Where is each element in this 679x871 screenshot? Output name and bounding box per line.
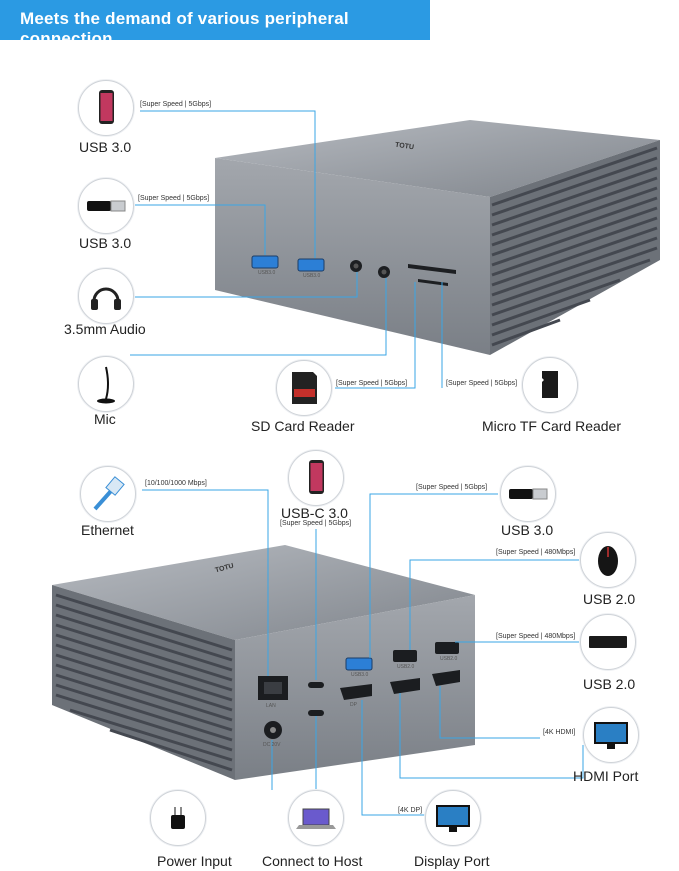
usb30-stick-circle-bottom [500, 466, 556, 522]
spec-dp: [4K DP] [398, 807, 423, 814]
label-usb20-a: USB 2.0 [583, 591, 636, 607]
label-audio: 3.5mm Audio [64, 321, 146, 337]
port-label-dp: DP [350, 702, 357, 708]
label-usb30: USB 3.0 [501, 522, 554, 538]
phone-icon [309, 460, 324, 494]
dp-monitor-circle [425, 790, 481, 846]
label-usbc: USB-C 3.0 [281, 505, 348, 521]
tf-circle [522, 357, 578, 413]
power-circle [150, 790, 206, 846]
label-usb30-a: USB 3.0 [79, 139, 132, 155]
usb-stick-icon [509, 488, 548, 500]
spec-usb20-b: [Super Speed | 480Mbps] [496, 633, 576, 640]
host-circle [288, 790, 344, 846]
sd-circle [276, 360, 332, 416]
port-label-usb3: USB3.0 [351, 672, 369, 678]
spec-usbc: [Super Speed | 5Gbps] [280, 520, 352, 527]
spec-usb30: [Super Speed | 5Gbps] [416, 484, 488, 491]
port-label-usb3-b: USB3.0 [303, 273, 321, 279]
port-label-usb2-a: USB2.0 [397, 664, 415, 670]
mouse-circle [580, 532, 636, 588]
header-banner: Meets the demand of various peripheral c… [0, 0, 430, 48]
port-label-usb2-b: USB2.0 [440, 656, 458, 662]
spec-sd: [Super Speed | 5Gbps] [336, 380, 408, 387]
spec-usb30-b: [Super Speed | 5Gbps] [138, 195, 210, 202]
connector-lines [130, 110, 584, 816]
microphone-icon [97, 366, 115, 404]
keyboard-icon [589, 636, 627, 648]
audio-circle [78, 268, 134, 324]
ethernet-cable-icon [93, 476, 125, 511]
mic-circle [78, 356, 134, 412]
monitor-icon [436, 805, 470, 832]
top-dock-device [215, 120, 660, 355]
spec-usb30-a: [Super Speed | 5Gbps] [140, 101, 212, 108]
bottom-dock-device [52, 545, 475, 780]
label-hdmi: HDMI Port [573, 768, 639, 784]
keyboard-circle [580, 614, 636, 670]
label-usb30-b: USB 3.0 [79, 235, 132, 251]
port-label-usb3-a: USB3.0 [258, 270, 276, 276]
ethernet-circle [80, 466, 136, 522]
mouse-icon [598, 546, 618, 576]
usb30-stick-circle [78, 178, 134, 234]
label-host: Connect to Host [262, 853, 363, 869]
banner-title: Meets the demand of various peripheral c… [20, 9, 349, 48]
spec-tf: [Super Speed | 5Gbps] [446, 380, 518, 387]
label-usb20-b: USB 2.0 [583, 676, 636, 692]
label-power: Power Input [157, 853, 232, 869]
port-label-lan: LAN [266, 703, 276, 709]
monitor-icon [594, 722, 628, 749]
spec-usb20-a: [Super Speed | 480Mbps] [496, 549, 576, 556]
usb30-phone-circle [78, 80, 134, 136]
power-plug-icon [171, 807, 185, 829]
sd-card-icon [292, 372, 317, 404]
label-mic: Mic [94, 411, 116, 427]
label-ethernet: Ethernet [81, 522, 134, 538]
port-label-dc: DC 20V [263, 742, 281, 748]
monitor-circle [583, 707, 639, 763]
headphones-icon [91, 287, 121, 310]
spec-ethernet: [10/100/1000 Mbps] [145, 480, 207, 487]
phone-icon [99, 90, 114, 124]
label-sd: SD Card Reader [251, 418, 355, 434]
spec-hdmi: [4K HDMI] [543, 729, 576, 736]
micro-sd-icon [542, 371, 558, 398]
laptop-icon [296, 808, 336, 829]
usbc-phone-circle [288, 450, 344, 506]
label-tf: Micro TF Card Reader [482, 418, 622, 434]
label-dp: Display Port [414, 853, 490, 869]
usb-stick-icon [87, 200, 126, 212]
